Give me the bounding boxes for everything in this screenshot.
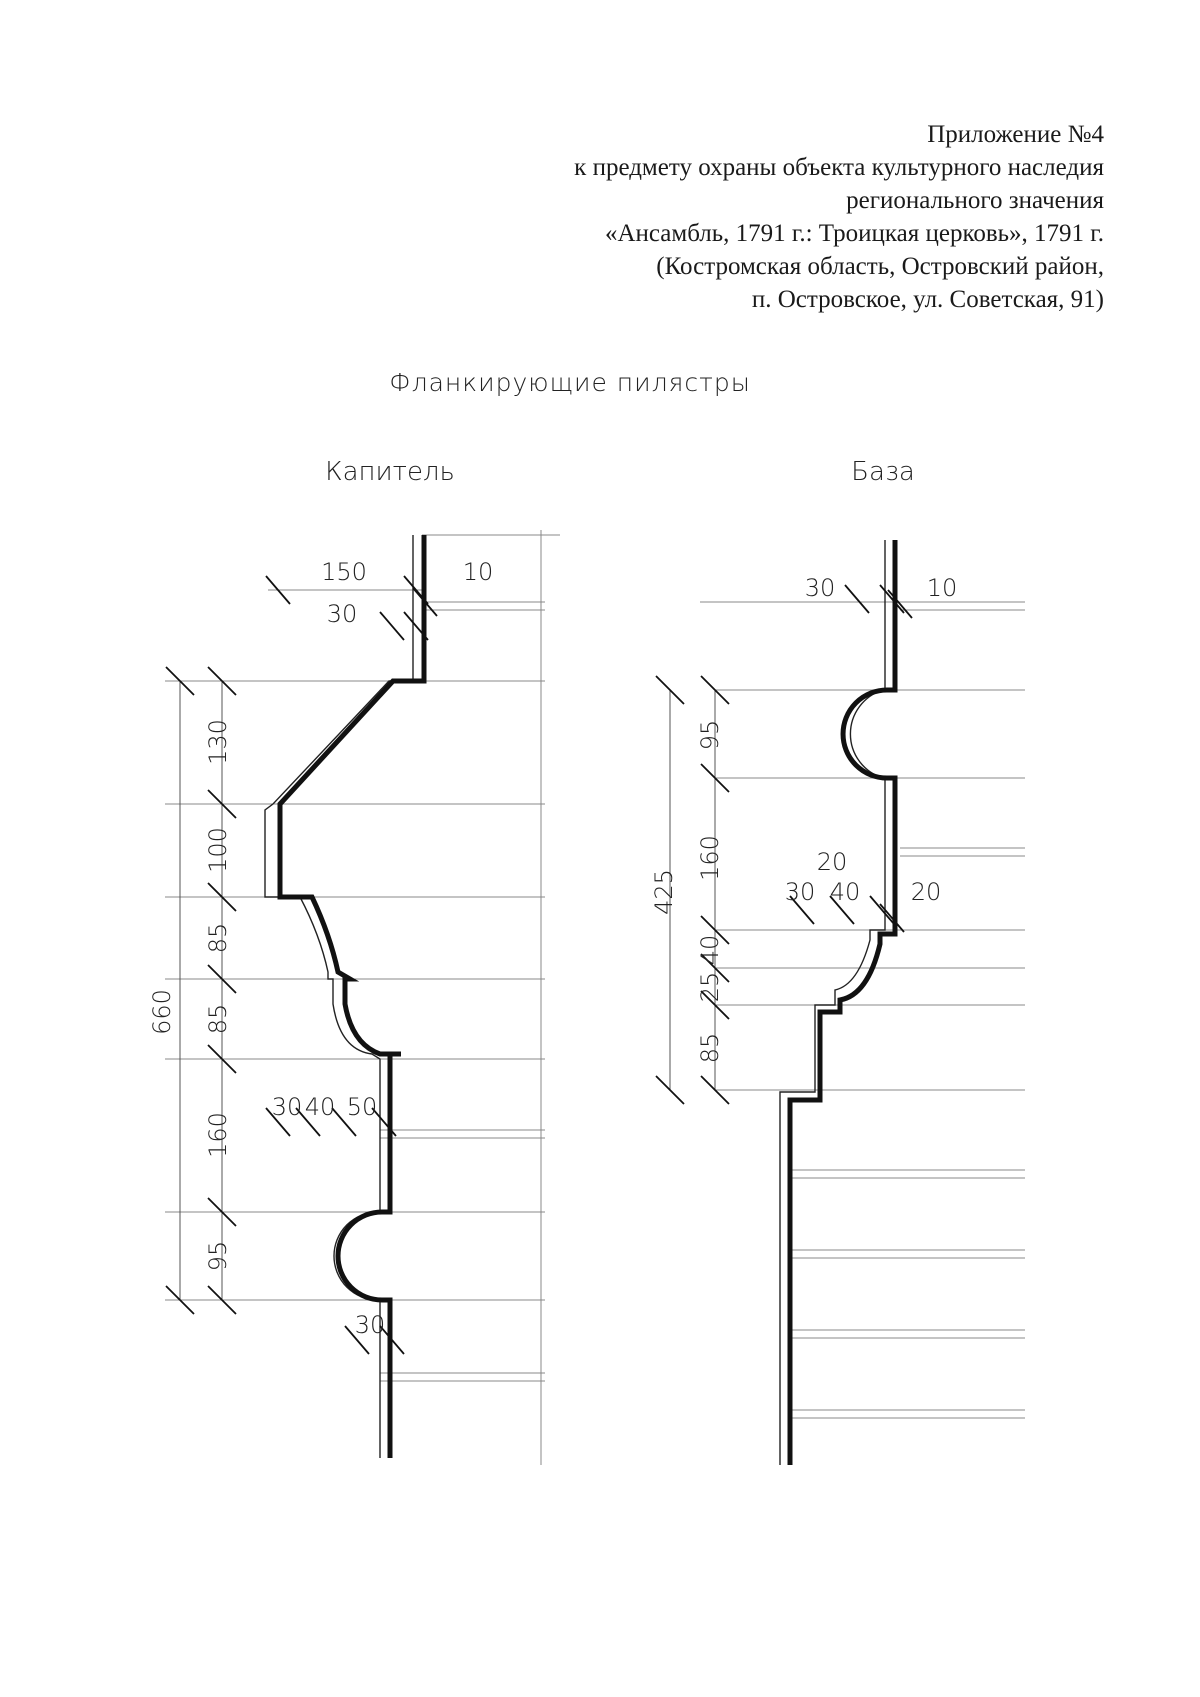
- base-section: 30 10 95 160 40 25 85 425 20 30 40 20: [650, 540, 1025, 1465]
- base-label: База: [851, 457, 915, 487]
- base-dim-h40: 40: [830, 878, 861, 906]
- base-ticks: [655, 584, 913, 1105]
- header-line-6: п. Островское, ул. Советская, 91): [751, 286, 1104, 313]
- base-dim-total: 425: [650, 869, 678, 915]
- capital-dim-top-30: 30: [327, 600, 358, 628]
- base-dim-95: 95: [696, 720, 724, 751]
- header-line-1: Приложение №4: [927, 121, 1104, 148]
- header-line-4: «Ансамбль, 1791 г.: Троицкая церковь», 1…: [604, 220, 1104, 247]
- base-dim-h20-right: 20: [911, 878, 942, 906]
- base-grid-lines: [700, 601, 1025, 1419]
- capital-dim-95: 95: [204, 1241, 232, 1272]
- capital-dim-h30: 30: [272, 1093, 303, 1121]
- capital-dim-total: 660: [148, 989, 176, 1035]
- header-line-3: регионального значения: [846, 187, 1104, 214]
- capital-dim-h50: 50: [347, 1093, 378, 1121]
- base-outer-line: [779, 540, 886, 1465]
- capital-dim-160: 160: [204, 1112, 232, 1158]
- base-dim-85: 85: [696, 1033, 724, 1064]
- capital-dim-85b: 85: [204, 1004, 232, 1035]
- base-dim-h30: 30: [785, 878, 816, 906]
- drawing-title: Фланкирующие пилястры: [389, 368, 751, 397]
- base-dim-top-30: 30: [805, 574, 836, 602]
- capital-ticks: [165, 575, 438, 1355]
- capital-dim-bottom-30: 30: [355, 1311, 386, 1339]
- capital-section: 150 10 30 130 100 85 85 160 95 660 30 40…: [148, 530, 560, 1465]
- appendix-header: Приложение №4 к предмету охраны объекта …: [384, 118, 1104, 316]
- capital-dim-top-10: 10: [463, 558, 494, 586]
- capital-outer-line: [264, 535, 414, 1458]
- capital-dim-85a: 85: [204, 923, 232, 954]
- capital-grid-lines: [165, 530, 560, 1465]
- capital-profile: [277, 535, 427, 1458]
- base-dim-25: 25: [696, 972, 724, 1003]
- header-line-5: (Костромская область, Островский район,: [656, 253, 1104, 280]
- capital-dim-100: 100: [204, 827, 232, 873]
- base-profile: [787, 540, 898, 1465]
- base-dim-160: 160: [696, 835, 724, 881]
- capital-dim-top-150: 150: [321, 558, 367, 586]
- capital-dim-h40: 40: [305, 1093, 336, 1121]
- base-dim-h20-top: 20: [817, 848, 848, 876]
- base-dim-40: 40: [696, 935, 724, 966]
- base-dim-top-10: 10: [927, 574, 958, 602]
- capital-dim-130: 130: [204, 719, 232, 765]
- header-line-2: к предмету охраны объекта культурного на…: [574, 154, 1104, 181]
- capital-label: Капитель: [325, 457, 455, 487]
